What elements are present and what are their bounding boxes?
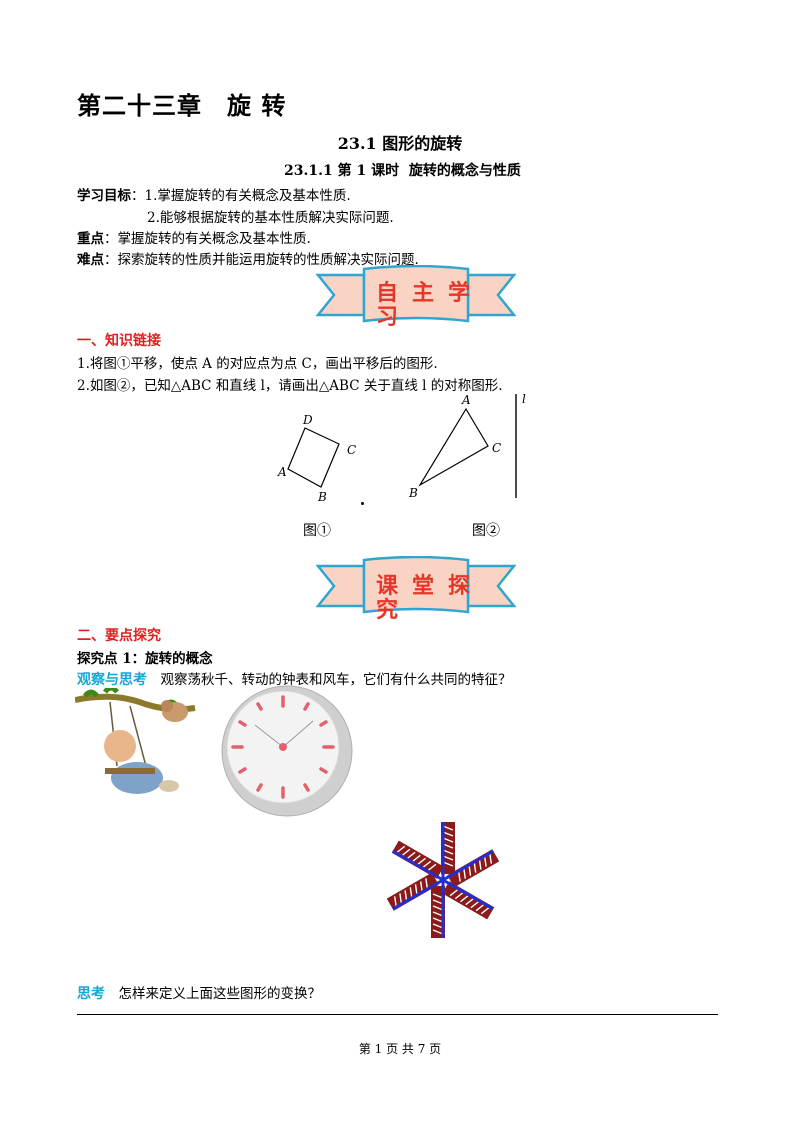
figure-1-square: D C A B [270,405,370,510]
pinwheel-blade [441,822,455,880]
banner-class-explore-line2: 究 [376,598,413,623]
figure-2-triangle: A C B l [400,390,540,505]
swing-image [74,685,200,808]
label-l: l [522,392,526,406]
banner-class-explore: 课堂探 究 [315,555,517,623]
label-b2: B [408,486,418,500]
difficulty-text: 探索旋转的性质并能运用旋转的性质解决实际问题. [117,252,419,268]
think-label: 思考 [77,986,105,1002]
banner-class-explore-line1: 课堂探 [376,574,485,599]
key-point-text: 掌握旋转的有关概念及基本性质. [117,231,311,247]
question-2: 2.如图②，已知△ABC 和直线 l，请画出△ABC 关于直线 l 的对称图形. [77,378,503,394]
objectives-row: 学习目标：1.掌握旋转的有关概念及基本性质. [77,188,351,204]
difficulty-label: 难点 [77,252,104,268]
dot [361,502,364,505]
lesson-title: 23.1.1 第 1 课时 旋转的概念与性质 [284,163,521,179]
difficulty-row: 难点：探索旋转的性质并能运用旋转的性质解决实际问题. [77,252,419,268]
observe-label: 观察与思考 [77,672,147,688]
figure-1-caption: 图① [303,523,331,539]
figure-2-caption: 图② [472,523,500,539]
key-point-row: 重点：掌握旋转的有关概念及基本性质. [77,231,311,247]
observe-row: 观察与思考 观察荡秋千、转动的钟表和风车，它们有什么共同的特征？ [77,668,512,689]
think-row: 思考 怎样来定义上面这些图形的变换？ [77,982,321,1003]
label-c: C [347,443,356,457]
part2-heading: 二、要点探究 [77,628,161,644]
part1-heading: 一、知识链接 [77,333,161,349]
section-title-text: 23.1 图形的旋转 [337,134,463,153]
key-point-label: 重点 [77,231,104,247]
banner-self-study-line2: 习 [376,305,413,330]
think-text: 怎样来定义上面这些图形的变换？ [118,986,322,1002]
section-title: 23.1 图形的旋转 [0,130,800,154]
label-c2: C [492,441,501,455]
objective-2: 2.能够根据旋转的基本性质解决实际问题. [147,210,394,226]
footer-divider [77,1014,718,1015]
question-1: 1.将图①平移，使点 A 的对应点为点 C，画出平移后的图形. [77,356,438,372]
explore-point-1: 探究点 1：旋转的概念 [77,651,213,667]
page-footer: 第 1 页 共 7 页 [358,1042,442,1056]
banner-self-study: 自主学 习 [315,264,517,330]
objective-1: 1.掌握旋转的有关概念及基本性质. [144,188,351,204]
banner-self-study-line1: 自主学 [376,281,485,306]
clock-image [219,685,355,817]
ribbon-graphic-2 [315,555,517,614]
label-a2: A [461,393,471,407]
label-b: B [317,490,327,504]
label-d: D [302,413,313,427]
chapter-title: 第二十三章 旋 转 [77,91,287,120]
ribbon-graphic [315,264,517,323]
pinwheel-image [380,820,510,955]
observe-text: 观察荡秋千、转动的钟表和风车，它们有什么共同的特征？ [160,672,512,688]
label-a: A [277,465,287,479]
objectives-label: 学习目标 [77,188,131,204]
